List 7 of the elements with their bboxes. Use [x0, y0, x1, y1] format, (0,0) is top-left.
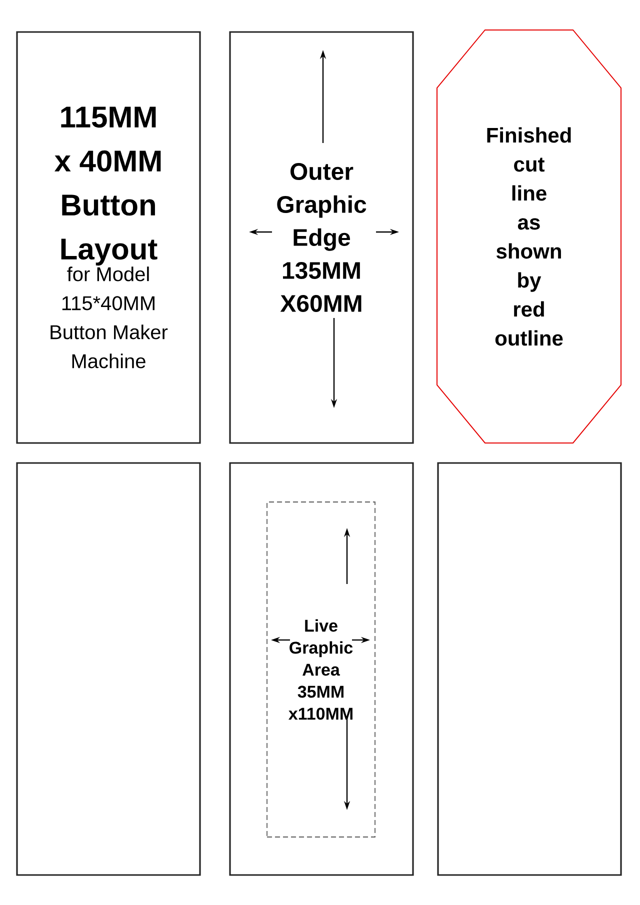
empty-layout-box [16, 462, 201, 876]
button-layout-box: Outer Graphic Edge 135MM X60MM [229, 31, 414, 444]
empty-layout-box [437, 462, 622, 876]
empty-layout-box [229, 462, 414, 876]
cut-line-octagon: Finished cut line as shown by red outline [436, 30, 622, 444]
live-area-box: Live Graphic Area 35MM x110MM [266, 502, 376, 838]
button-layout-box: 115MM x 40MM Button Layout for Model 115*40MM Button Maker Machine [16, 31, 201, 444]
